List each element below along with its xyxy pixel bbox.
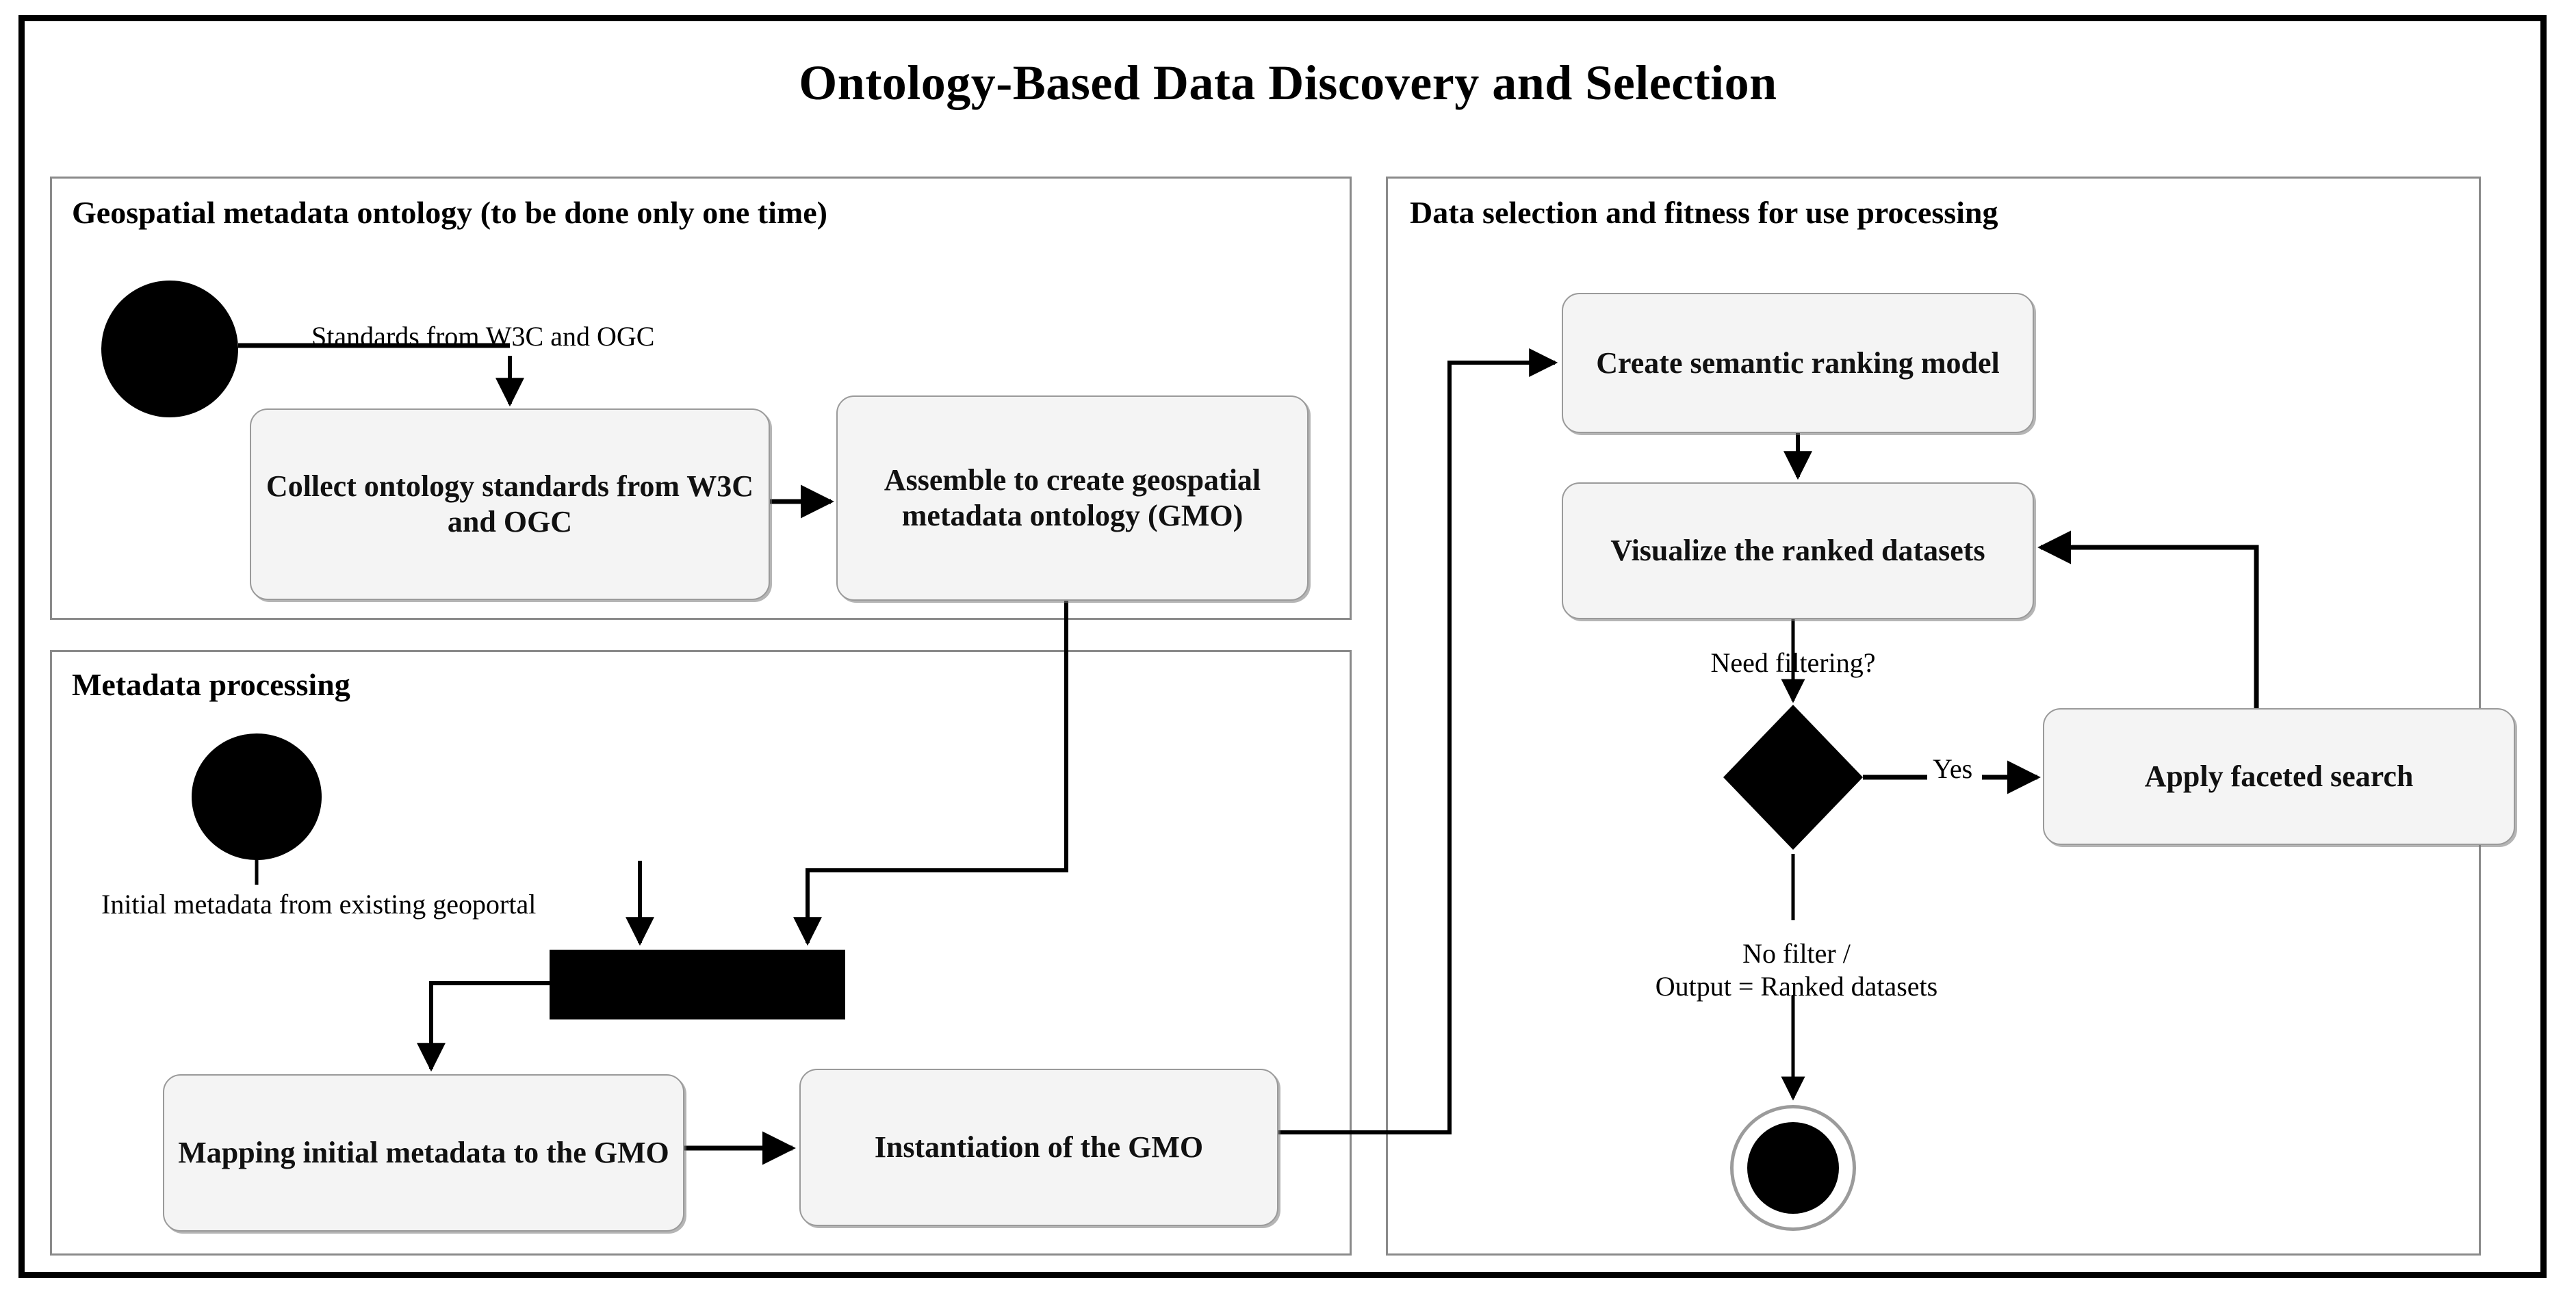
activity-mapping-initial-metadata[interactable]: Mapping initial metadata to the GMO [163, 1074, 684, 1232]
initial-node-ontology [101, 281, 238, 417]
swimlane-title-selection: Data selection and fitness for use proce… [1410, 195, 1998, 230]
edge-label-yes: Yes [1933, 753, 1973, 784]
decision-diamond-need-filtering [1723, 705, 1863, 850]
activity-visualize-ranked-datasets[interactable]: Visualize the ranked datasets [1562, 482, 2034, 619]
activity-apply-faceted-search[interactable]: Apply faceted search [2043, 708, 2515, 845]
edge-label-no-filter-line1: No filter / [1742, 938, 1851, 969]
final-node-inner [1747, 1122, 1839, 1214]
activity-assemble-create-gmo[interactable]: Assemble to create geospatial metadata o… [836, 395, 1309, 601]
final-node [1730, 1105, 1856, 1231]
edge-label-initial-metadata: Initial metadata from existing geoportal [101, 889, 537, 920]
activity-collect-ontology-standards[interactable]: Collect ontology standards from W3C and … [250, 408, 770, 600]
edge-label-need-filtering: Need filtering? [1710, 647, 1876, 678]
activity-create-semantic-ranking-model[interactable]: Create semantic ranking model [1562, 293, 2034, 433]
page-title: Ontology-Based Data Discovery and Select… [799, 55, 1777, 110]
initial-node-metadata [192, 733, 322, 860]
edge-label-standards-from-w3c-ogc: Standards from W3C and OGC [311, 321, 655, 352]
join-fork-bar [550, 950, 845, 1019]
edge-label-no-filter-output: No filter / Output = Ranked datasets [1605, 937, 1988, 1003]
activity-instantiation-of-gmo[interactable]: Instantiation of the GMO [799, 1069, 1278, 1226]
swimlane-title-metadata: Metadata processing [72, 667, 350, 702]
swimlane-title-ontology: Geospatial metadata ontology (to be done… [72, 195, 827, 230]
edge-label-no-filter-line2: Output = Ranked datasets [1655, 971, 1938, 1002]
